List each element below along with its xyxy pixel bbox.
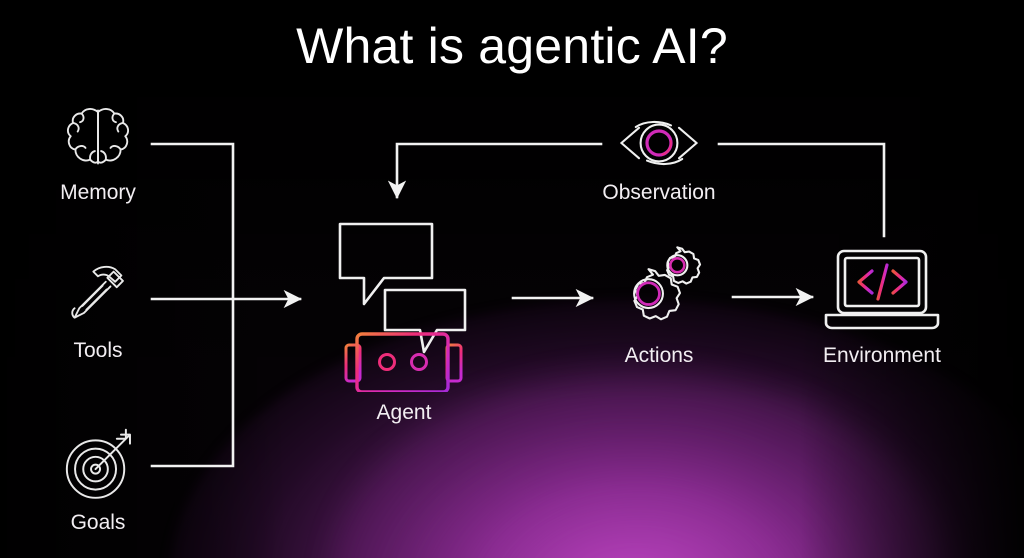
gear-large-icon — [633, 268, 681, 321]
node-environment[interactable]: Environment — [806, 243, 958, 369]
node-observation-label: Observation — [602, 181, 716, 204]
laptop-code-icon — [824, 249, 940, 330]
hammer-icon — [71, 265, 124, 319]
robot-head-icon — [344, 332, 463, 392]
node-goals-label: Goals — [70, 511, 126, 534]
robot-chat-icon — [338, 222, 467, 392]
node-observation[interactable]: Observation — [583, 112, 735, 206]
node-agent-label: Agent — [376, 401, 432, 424]
node-tools-label: Tools — [73, 339, 123, 362]
code-symbol-icon — [857, 263, 908, 301]
brain-icon — [67, 108, 129, 165]
node-goals[interactable]: Goals — [22, 424, 174, 536]
wire-environment-to-observation — [717, 142, 886, 238]
eye-icon — [620, 120, 698, 166]
wire-observation-to-agent — [387, 142, 603, 199]
node-tools[interactable]: Tools — [22, 256, 174, 364]
left-input-bus — [150, 142, 302, 468]
node-memory-label: Memory — [60, 181, 136, 204]
speech-bubbles-icon — [338, 222, 467, 354]
node-actions[interactable]: Actions — [583, 243, 735, 369]
target-arrow-icon — [65, 428, 131, 499]
node-memory[interactable]: Memory — [22, 98, 174, 206]
gears-icon — [633, 246, 702, 321]
page-title: What is agentic AI? — [296, 18, 728, 74]
node-environment-label: Environment — [823, 344, 941, 367]
node-agent[interactable]: Agent — [328, 212, 480, 426]
gear-small-icon — [666, 246, 702, 285]
node-actions-label: Actions — [624, 344, 694, 367]
